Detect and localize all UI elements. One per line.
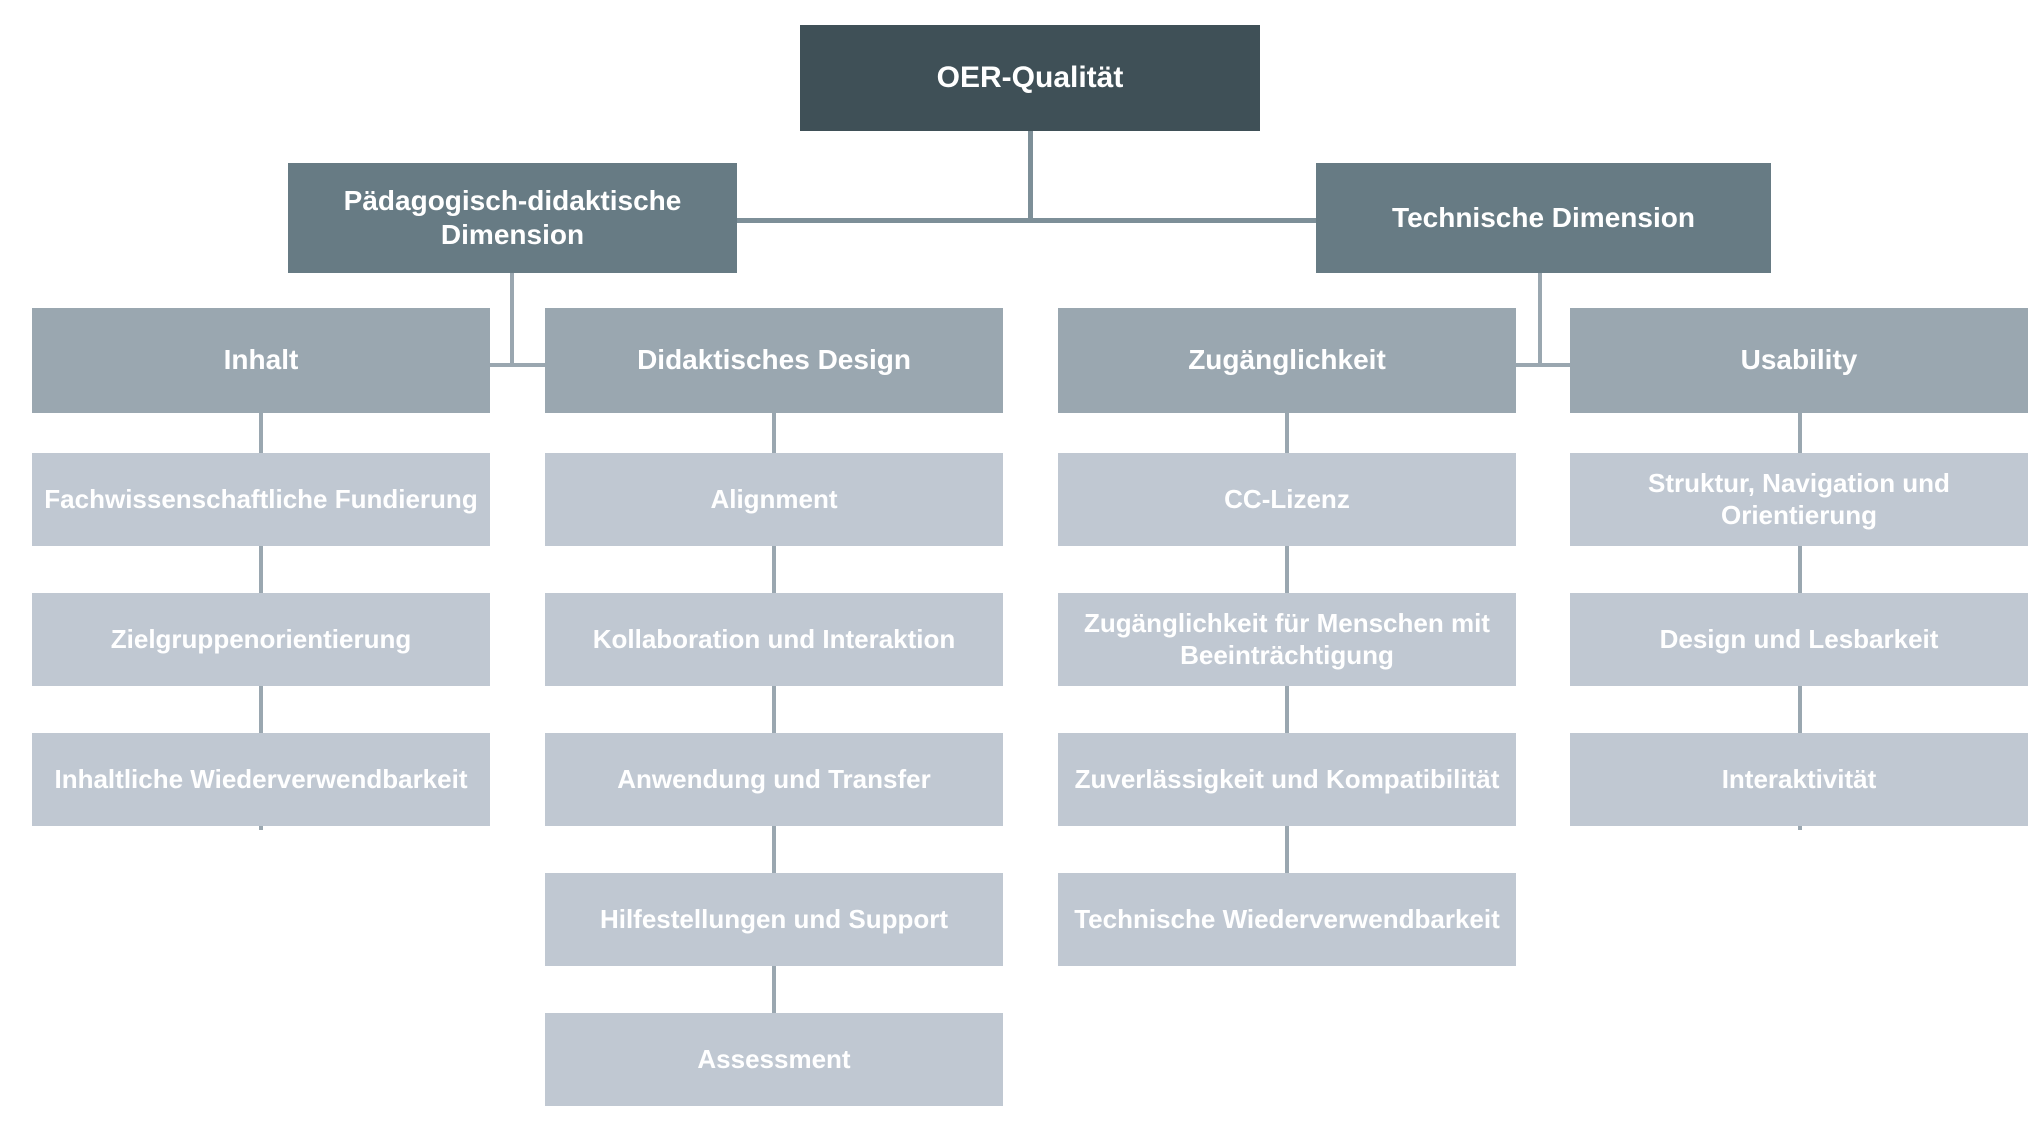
node-criterion-fachwissenschaftliche-fundierung[interactable]: Fachwissenschaftliche Fundierung	[32, 453, 490, 546]
node-criterion-anwendung-und-transfer[interactable]: Anwendung und Transfer	[545, 733, 1003, 826]
node-category-zugaenglichkeit[interactable]: Zugänglichkeit	[1058, 308, 1516, 413]
node-dimension-technische[interactable]: Technische Dimension	[1316, 163, 1771, 273]
node-criterion-zuverlaessigkeit-und-kompatibilitaet[interactable]: Zuverlässigkeit und Kompatibilität	[1058, 733, 1516, 826]
node-criterion-design-und-lesbarkeit[interactable]: Design und Lesbarkeit	[1570, 593, 2028, 686]
node-criterion-struktur-navigation-und-orientierung[interactable]: Struktur, Navigation und Orientierung	[1570, 453, 2028, 546]
node-criterion-zielgruppenorientierung[interactable]: Zielgruppenorientierung	[32, 593, 490, 686]
connector-categories-right-bridge	[1513, 363, 1573, 367]
connector-categories-left-bridge	[488, 363, 548, 367]
node-category-inhalt[interactable]: Inhalt	[32, 308, 490, 413]
node-criterion-interaktivitaet[interactable]: Interaktivität	[1570, 733, 2028, 826]
node-criterion-inhaltliche-wiederverwendbarkeit[interactable]: Inhaltliche Wiederverwendbarkeit	[32, 733, 490, 826]
node-category-usability[interactable]: Usability	[1570, 308, 2028, 413]
node-criterion-cc-lizenz[interactable]: CC-Lizenz	[1058, 453, 1516, 546]
node-criterion-alignment[interactable]: Alignment	[545, 453, 1003, 546]
node-criterion-kollaboration-und-interaktion[interactable]: Kollaboration und Interaktion	[545, 593, 1003, 686]
node-criterion-assessment[interactable]: Assessment	[545, 1013, 1003, 1106]
connector-left-dimension-down	[510, 272, 514, 366]
connector-dimensions-bridge	[735, 218, 1318, 223]
connector-right-dimension-down	[1538, 272, 1542, 366]
node-criterion-technische-wiederverwendbarkeit[interactable]: Technische Wiederverwendbarkeit	[1058, 873, 1516, 966]
connector-column-zugaenglichkeit	[1285, 412, 1289, 964]
node-dimension-paedagogisch-didaktisch[interactable]: Pädagogisch-didaktische Dimension	[288, 163, 737, 273]
node-criterion-zugaenglichkeit-fuer-menschen-mit-beeintraechtigung[interactable]: Zugänglichkeit für Menschen mit Beeinträ…	[1058, 593, 1516, 686]
node-category-didaktisches-design[interactable]: Didaktisches Design	[545, 308, 1003, 413]
connector-root-down	[1028, 130, 1033, 222]
node-criterion-hilfestellungen-und-support[interactable]: Hilfestellungen und Support	[545, 873, 1003, 966]
node-root-oer-qualitaet[interactable]: OER-Qualität	[800, 25, 1260, 131]
